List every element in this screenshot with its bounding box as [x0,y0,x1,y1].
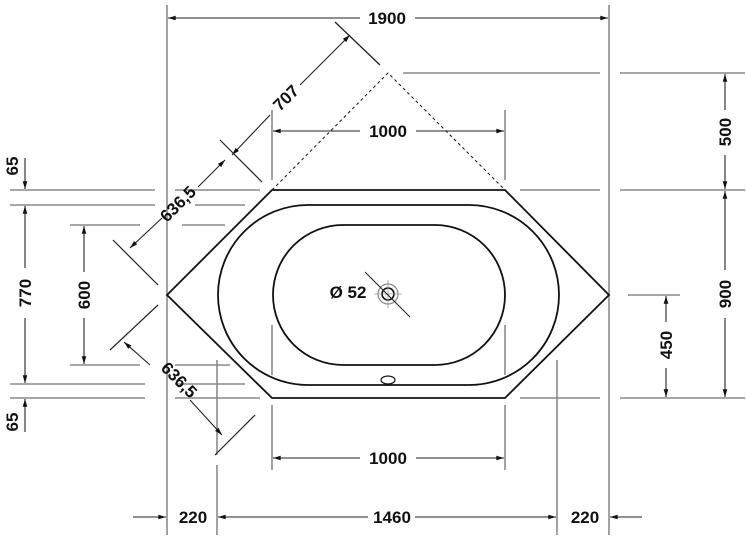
drain-icon [364,271,411,318]
dim-diagonal-top: 707 [269,81,302,114]
dim-right-total-height: 900 [716,280,735,308]
corner-dashed-outline [271,72,506,191]
dim-top-flat-width: 1000 [369,122,407,141]
dim-left-height-outer: 770 [16,279,35,307]
dim-left-bottom-offset: 65 [3,413,22,432]
overflow-icon [380,375,396,385]
dim-drain-diameter: Ø 52 [330,283,367,302]
dim-right-half-height: 450 [657,331,676,359]
bathtub-rim [217,204,560,386]
dim-left-offset: 220 [179,508,207,527]
dim-right-offset: 220 [571,508,599,527]
dim-left-top-offset: 65 [3,157,22,176]
dimension-lines [22,15,728,520]
dim-overall-width: 1900 [368,9,406,28]
dim-bottom-flat-width: 1000 [369,449,407,468]
bathtub-basin [272,224,506,366]
dim-left-height-inner: 600 [75,281,94,309]
bathtub-hexagon-outline [165,189,611,399]
dim-right-top-height: 500 [716,118,735,146]
extension-lines [10,5,745,535]
dim-inner-width-total: 1460 [373,508,411,527]
dim-diagonal-left-top: 636,5 [156,182,200,226]
